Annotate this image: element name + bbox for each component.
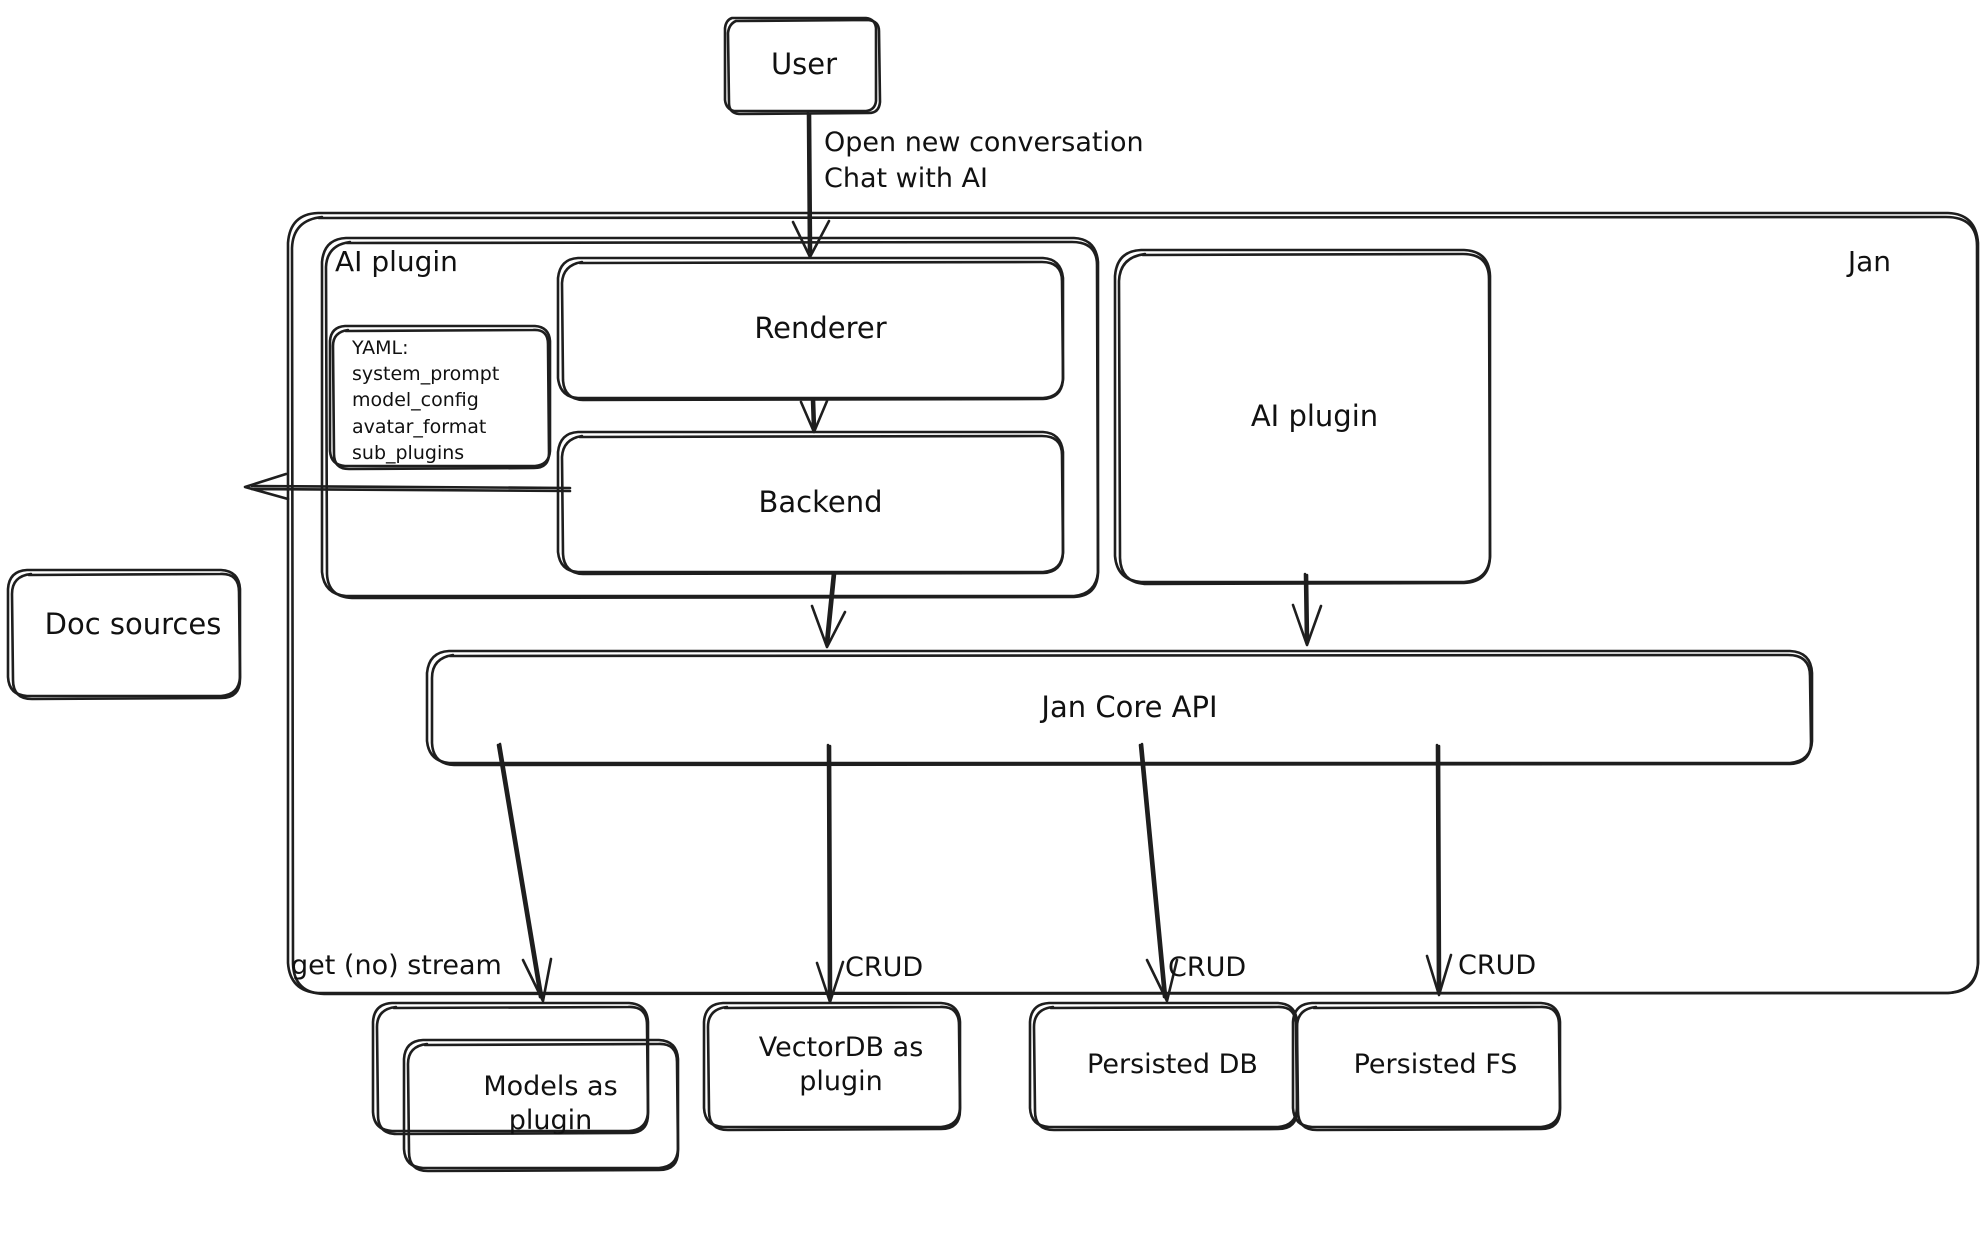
hit-backend[interactable] <box>576 432 1065 572</box>
container-label-jan: Jan <box>1847 245 1891 278</box>
hit-jan-core-api[interactable] <box>447 651 1812 763</box>
hit-doc-sources[interactable] <box>25 570 241 678</box>
hit-persisted-db[interactable] <box>1047 1003 1298 1127</box>
hit-yaml-card[interactable] <box>343 326 550 466</box>
hit-persisted-fs[interactable] <box>1310 1003 1561 1127</box>
hit-user[interactable] <box>728 18 880 110</box>
hit-renderer[interactable] <box>576 258 1065 398</box>
hit-vectordb-as-plugin[interactable] <box>721 1003 961 1127</box>
edge-label-crud-persisted-fs: CRUD <box>1458 950 1537 981</box>
container-label-ai-plugin-group: AI plugin <box>335 245 458 278</box>
hit-models-as-plugin[interactable] <box>421 1040 680 1168</box>
edge-label-crud-persisted-db: CRUD <box>1168 952 1247 983</box>
edge-label-user-to-renderer: Open new conversation Chat with AI <box>824 127 1144 194</box>
hit-ai-plugin[interactable] <box>1139 250 1490 582</box>
edge-label-get-no-stream: get (no) stream <box>291 950 502 981</box>
edge-label-crud-vectordb: CRUD <box>845 952 924 983</box>
